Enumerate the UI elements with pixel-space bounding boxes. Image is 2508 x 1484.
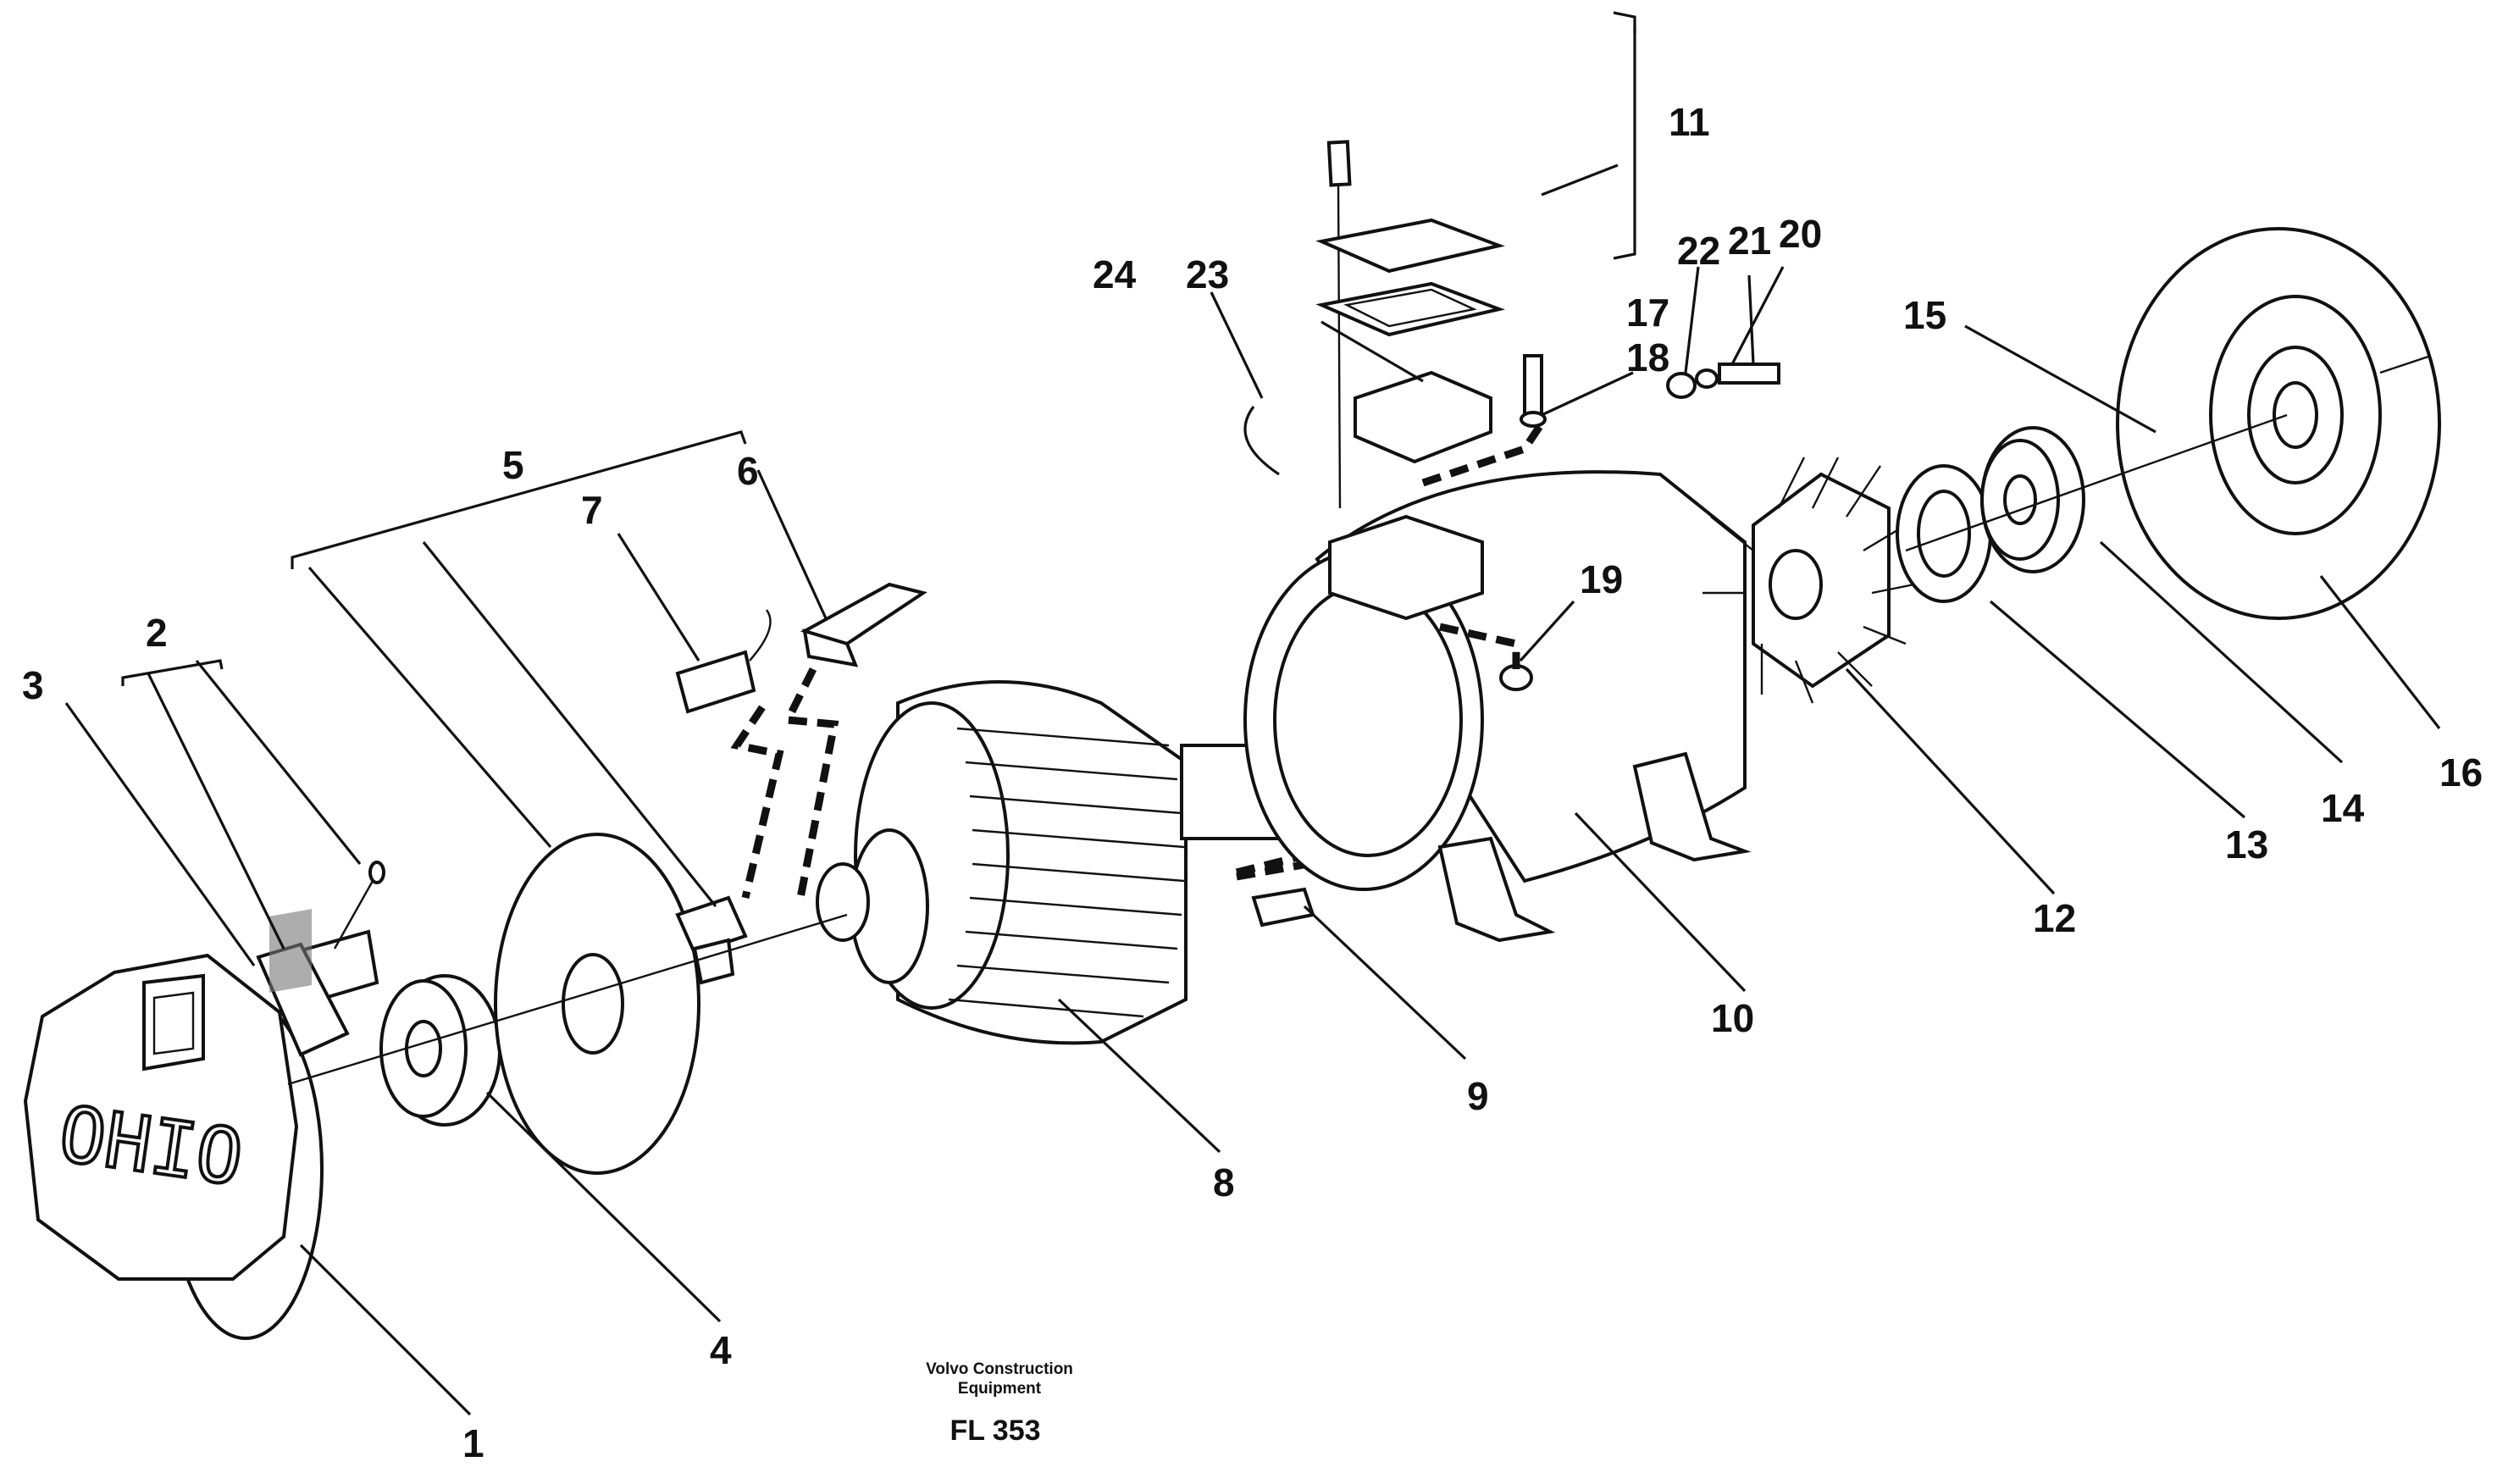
callout-21: 21	[1728, 219, 1771, 263]
shaft-axis-line-right	[1905, 413, 2288, 552]
callout-13: 13	[2225, 822, 2268, 867]
callout-15: 15	[1903, 293, 1946, 337]
part-6-7-brushes	[675, 582, 927, 985]
callout-8: 8	[1213, 1160, 1235, 1204]
callout-20: 20	[1779, 212, 1822, 256]
caption-line-1: Volvo Construction	[926, 1360, 1073, 1378]
part-8-rotor	[816, 680, 1293, 1045]
part-23-24-terminal	[1243, 370, 1545, 621]
part-10-housing	[1243, 470, 1752, 943]
bracket-group-2	[121, 659, 224, 686]
bracket-group-5	[291, 430, 747, 569]
callout-7: 7	[581, 488, 603, 532]
caption-line-2: Equipment	[958, 1380, 1042, 1398]
caption-code: FL 353	[949, 1415, 1040, 1447]
leader-lines	[64, 25, 2441, 1416]
callout-11: 11	[1669, 100, 1710, 144]
callout-22: 22	[1677, 229, 1720, 273]
callout-23: 23	[1186, 252, 1229, 296]
part-5-disc	[494, 833, 700, 1175]
callout-16: 16	[2439, 750, 2483, 795]
callout-2: 2	[146, 611, 168, 655]
part-13-seal	[1896, 464, 1992, 603]
callout-10: 10	[1711, 996, 1754, 1040]
callout-4: 4	[710, 1328, 732, 1372]
callout-17: 17	[1626, 291, 1669, 335]
part-16-pulley	[2116, 227, 2441, 620]
callout-3: 3	[22, 663, 44, 707]
shaft-axis-line	[287, 913, 848, 1086]
part-1-end-cap: OHIO	[23, 953, 324, 1340]
part-12-fan	[1702, 457, 1915, 704]
callout-19: 19	[1580, 557, 1623, 601]
part-14-bearing	[1980, 426, 2085, 573]
part-17-18-screw	[1520, 354, 1547, 428]
callout-12: 12	[2033, 896, 2076, 940]
callout-14: 14	[2321, 786, 2365, 830]
callout-labels: 1 2 3 4 5 6 7 8 9 10 11 12 13 14 15 16 1…	[22, 100, 2483, 1465]
part-4-bearing	[379, 974, 501, 1127]
part-11-cover-set	[1315, 11, 1636, 509]
callout-24: 24	[1093, 252, 1137, 296]
callout-5: 5	[502, 443, 524, 487]
callout-1: 1	[462, 1421, 484, 1465]
callout-6: 6	[737, 449, 759, 493]
caption: Volvo Construction Equipment FL 353	[926, 1360, 1073, 1447]
callout-18: 18	[1626, 335, 1669, 379]
part-19-nut	[1439, 623, 1533, 691]
part-2-3-cover	[256, 861, 385, 1057]
callout-9: 9	[1467, 1074, 1489, 1118]
part-20-22-hardware	[1666, 363, 1780, 399]
